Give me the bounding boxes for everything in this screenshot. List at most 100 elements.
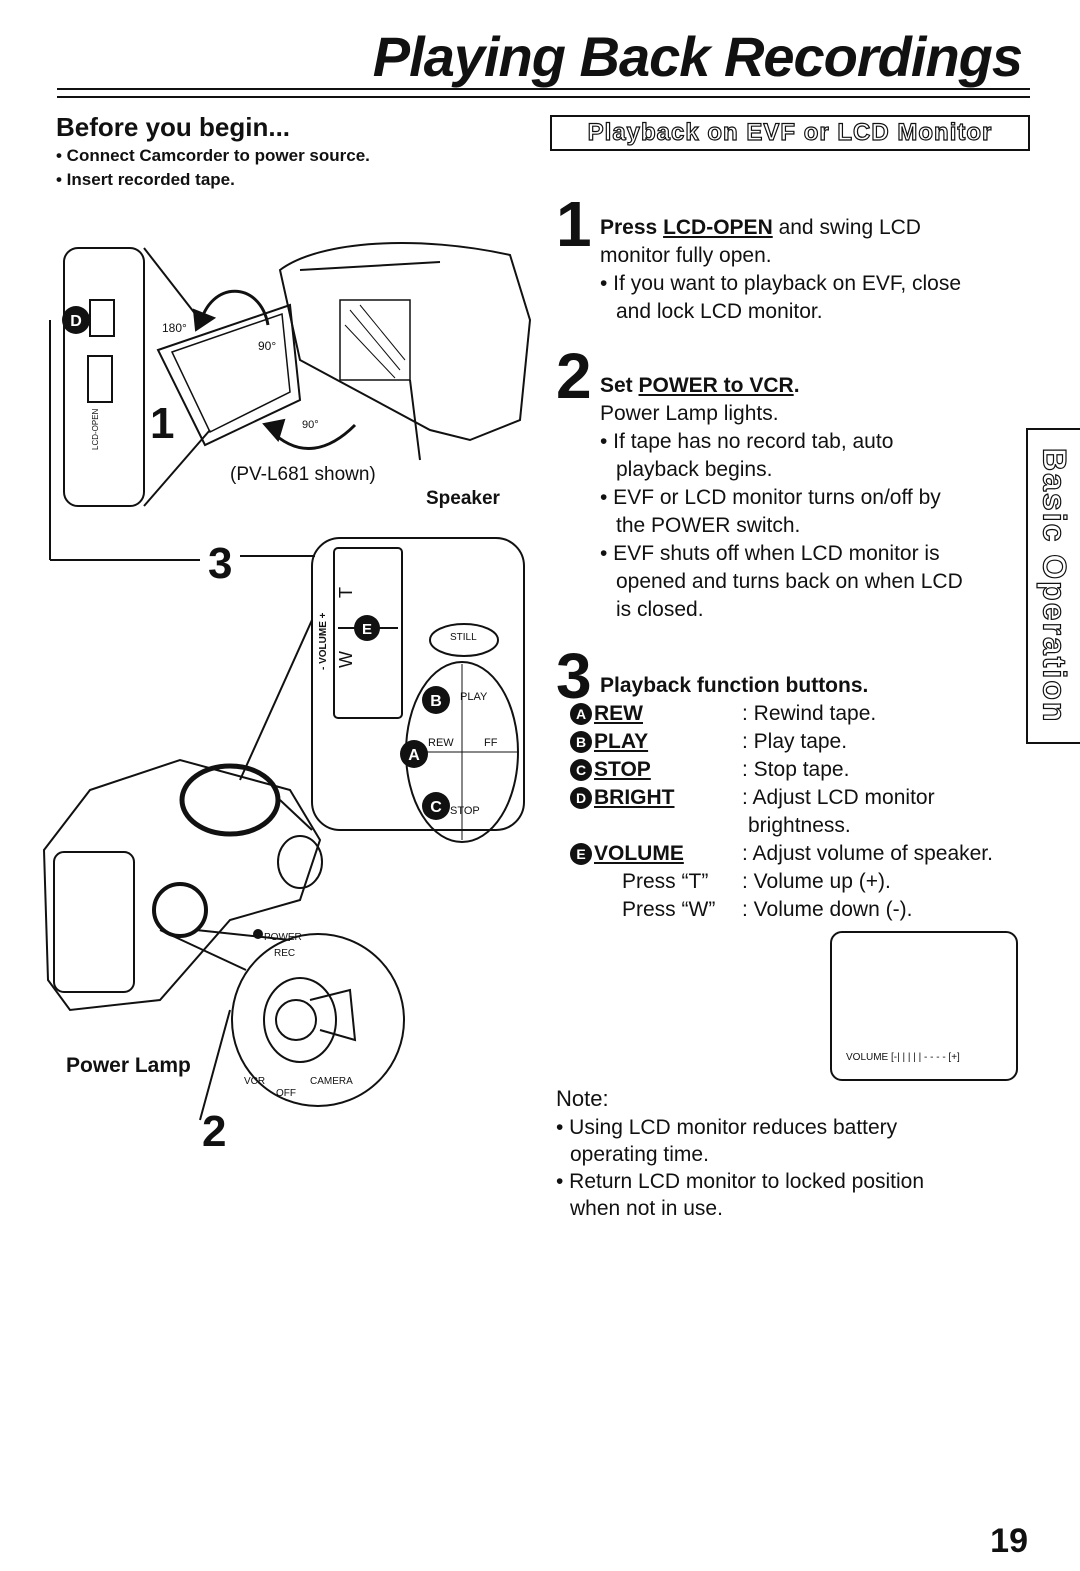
press-w: Press “W” bbox=[622, 898, 716, 921]
function-desc: : Adjust volume of speaker. bbox=[742, 842, 993, 865]
step1-press: Press bbox=[600, 216, 664, 239]
step2-set: Set bbox=[600, 374, 639, 397]
marker-e: E bbox=[362, 621, 372, 638]
step2-bullet: • If tape has no record tab, auto bbox=[600, 430, 894, 453]
function-desc: : Adjust LCD monitor bbox=[742, 786, 935, 809]
speaker-label: Speaker bbox=[426, 488, 501, 509]
step2-line2: Power Lamp lights. bbox=[600, 402, 779, 425]
power-switch-detail bbox=[231, 933, 405, 1107]
step2-bullet: • EVF or LCD monitor turns on/off by bbox=[600, 486, 941, 509]
before-heading: Before you begin... bbox=[56, 112, 291, 142]
power-to-vcr-key: POWER to VCR bbox=[638, 374, 794, 397]
before-item: • Connect Camcorder to power source. bbox=[56, 146, 370, 165]
still-label: STILL bbox=[450, 632, 477, 643]
rew-button-label: REW bbox=[428, 737, 454, 749]
t-label: T bbox=[336, 587, 356, 598]
lcd-open-button bbox=[87, 355, 113, 403]
section-label: Playback on EVF or LCD Monitor bbox=[587, 118, 993, 146]
step-number: 1 bbox=[556, 188, 592, 260]
marker-e-icon: E bbox=[570, 843, 592, 865]
function-key: PLAY bbox=[594, 730, 649, 753]
callout-1: 1 bbox=[150, 399, 174, 448]
page-title: Playing Back Recordings bbox=[372, 25, 1023, 88]
volume-display-text: VOLUME [-| | | | | - - - - [+] bbox=[846, 1052, 960, 1063]
vcr-label: VCR bbox=[244, 1076, 265, 1087]
play-button-label: PLAY bbox=[460, 691, 488, 703]
lcd-panel-outline bbox=[156, 303, 302, 447]
angle-180-label: 180° bbox=[162, 321, 187, 335]
power-switch-highlight bbox=[152, 882, 208, 938]
step2-line: Set POWER to VCR. bbox=[600, 372, 800, 400]
section-label-box: Playback on EVF or LCD Monitor bbox=[550, 115, 1030, 151]
rotate-arrow-180 bbox=[198, 289, 270, 326]
marker-b-icon: B bbox=[570, 731, 592, 753]
camera-label: CAMERA bbox=[310, 1076, 353, 1087]
ff-button-label: FF bbox=[484, 737, 498, 749]
power-dial bbox=[263, 977, 337, 1063]
function-key: STOP bbox=[594, 758, 651, 781]
function-desc: : Play tape. bbox=[742, 730, 848, 753]
camcorder-illustration: D E B A C 180° 90° 90° 1 3 2 (PV-L681 sh… bbox=[42, 242, 532, 1156]
function-desc-cont: brightness. bbox=[748, 814, 851, 837]
step1-bullet: • If you want to playback on EVF, close bbox=[600, 272, 962, 295]
note-item-cont: when not in use. bbox=[570, 1197, 723, 1220]
step1-line2: monitor fully open. bbox=[600, 244, 772, 267]
note-heading: Note: bbox=[556, 1086, 609, 1111]
step3-heading: Playback function buttons. bbox=[600, 674, 869, 697]
lcd-open-key: LCD-OPEN bbox=[663, 216, 773, 239]
volume-label: - VOLUME + bbox=[318, 612, 329, 670]
page-number: 19 bbox=[990, 1522, 1028, 1560]
note-item-cont: operating time. bbox=[570, 1143, 709, 1166]
camcorder-side-panel bbox=[63, 247, 145, 507]
marker-c: C bbox=[430, 799, 442, 816]
side-tab-label: Basic Operation bbox=[1036, 448, 1073, 725]
step2-bullet: • EVF shuts off when LCD monitor is bbox=[600, 542, 940, 565]
marker-b: B bbox=[430, 693, 442, 710]
bright-button bbox=[89, 299, 115, 337]
marker-d: D bbox=[70, 313, 82, 330]
volume-rocker bbox=[333, 547, 403, 719]
note-item: • Using LCD monitor reduces battery bbox=[556, 1116, 898, 1139]
side-tab: Basic Operation bbox=[1026, 428, 1080, 744]
angle-90-label: 90° bbox=[302, 419, 319, 431]
marker-c-icon: C bbox=[570, 759, 592, 781]
step2-bullet-cont: the POWER switch. bbox=[616, 514, 801, 537]
control-highlight-circle bbox=[179, 763, 281, 837]
off-label: OFF bbox=[276, 1088, 296, 1099]
still-button bbox=[429, 623, 499, 657]
lcd-open-label: LCD-OPEN bbox=[91, 408, 100, 450]
callout-2: 2 bbox=[202, 1107, 226, 1156]
w-label: W bbox=[336, 651, 356, 668]
power-label: POWER bbox=[264, 932, 302, 943]
press-w-row: Press “W”: Volume down (-). bbox=[622, 896, 912, 924]
lcd-screen bbox=[170, 312, 291, 434]
function-key: REW bbox=[594, 702, 643, 725]
function-key: VOLUME bbox=[594, 842, 684, 865]
step-number: 2 bbox=[556, 340, 592, 412]
step-number: 3 bbox=[556, 640, 592, 712]
press-t: Press “T” bbox=[622, 870, 709, 893]
title-rule bbox=[57, 88, 1030, 98]
press-t-desc: : Volume up (+). bbox=[742, 870, 891, 893]
note-item: • Return LCD monitor to locked position bbox=[556, 1170, 925, 1193]
rec-label: REC bbox=[274, 948, 295, 959]
marker-d-icon: D bbox=[570, 787, 592, 809]
step2-bullet-cont: playback begins. bbox=[616, 458, 773, 481]
speaker-grille bbox=[339, 299, 411, 381]
step2-bullet-cont: opened and turns back on when LCD bbox=[616, 570, 963, 593]
control-panel bbox=[311, 537, 525, 831]
step2-bullet-cont: is closed. bbox=[616, 598, 704, 621]
stop-button-label: STOP bbox=[450, 805, 480, 817]
function-desc: : Stop tape. bbox=[742, 758, 850, 781]
before-item: • Insert recorded tape. bbox=[56, 170, 235, 189]
step1-line: Press LCD-OPEN and swing LCD bbox=[600, 214, 921, 242]
camcorder-body bbox=[278, 242, 532, 442]
press-t-row: Press “T” : Volume up (+). bbox=[622, 868, 891, 896]
step1-rest: and swing LCD bbox=[772, 216, 921, 239]
step1-bullet-cont: and lock LCD monitor. bbox=[616, 300, 823, 323]
step2-period: . bbox=[793, 374, 800, 397]
